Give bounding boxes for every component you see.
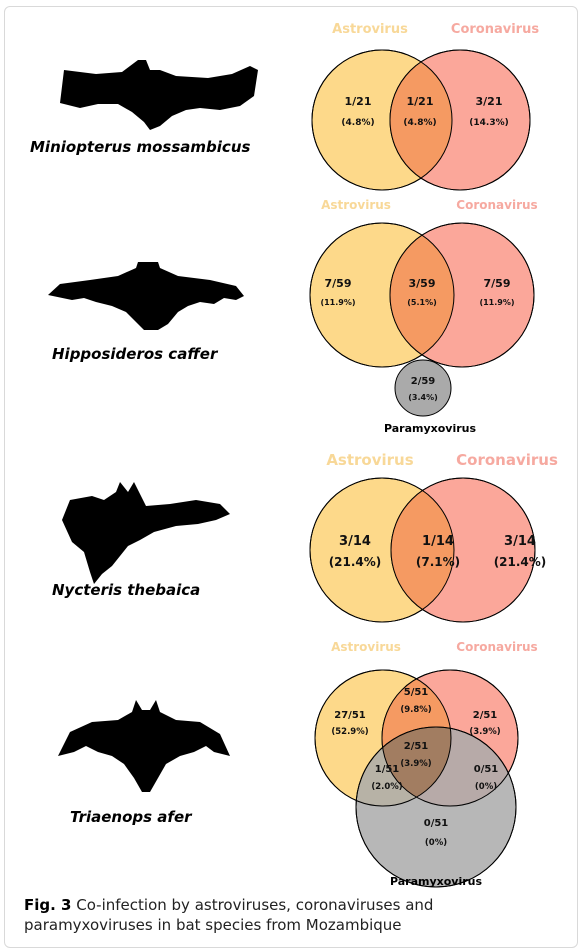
overlap-region — [390, 223, 454, 367]
astrovirus-label: Astrovirus — [331, 640, 401, 654]
astro-corona-pct: (9.8%) — [400, 705, 431, 715]
corona-only-pct: (14.3%) — [469, 118, 508, 128]
astro-para-count: 1/51 — [375, 764, 400, 775]
coronavirus-label: Coronavirus — [456, 451, 558, 469]
figure-number: Fig. 3 — [24, 896, 72, 914]
paramyxovirus-label: Paramyxovirus — [384, 422, 477, 435]
astrovirus-outline — [309, 477, 455, 623]
overlap-region — [390, 50, 452, 190]
astro-only-pct: (52.9%) — [331, 727, 368, 737]
paramyxovirus-label: Paramyxovirus — [390, 875, 483, 888]
species-name: Nycteris thebaica — [52, 581, 200, 599]
panel-triaenops: Triaenops afer Astrovirus Coronavirus Pa… — [58, 640, 538, 888]
bat-silhouette-icon — [60, 60, 258, 130]
all-three-count: 2/51 — [404, 741, 429, 752]
panel-miniopterus: Miniopterus mossambicus Astrovirus Coron… — [30, 22, 539, 191]
corona-only-count: 3/14 — [504, 534, 536, 549]
astro-corona-count: 5/51 — [404, 687, 429, 698]
corona-para-count: 0/51 — [474, 764, 499, 775]
corona-para-pct: (0%) — [475, 782, 497, 792]
all-three-pct: (3.9%) — [400, 759, 431, 769]
triple-overlap — [382, 727, 451, 806]
corona-only-pct: (21.4%) — [494, 555, 547, 569]
both-pct: (4.8%) — [403, 118, 436, 128]
both-count: 1/14 — [422, 534, 454, 549]
caption-text: Co-infection by astroviruses, coronaviru… — [24, 896, 434, 934]
para-only-pct: (0%) — [425, 838, 447, 848]
bat-silhouette-icon — [58, 700, 230, 792]
astrovirus-label: Astrovirus — [326, 451, 413, 469]
corona-only-pct: (3.9%) — [469, 727, 500, 737]
corona-only-pct: (11.9%) — [479, 298, 514, 307]
astrovirus-outline — [309, 222, 455, 368]
para-only-count: 2/59 — [411, 376, 436, 387]
coronavirus-outline — [389, 222, 535, 368]
both-count: 1/21 — [407, 95, 434, 108]
paramyxovirus-circle — [394, 359, 452, 417]
both-count: 3/59 — [409, 277, 436, 290]
corona-only-count: 3/21 — [476, 95, 503, 108]
venn-figure: Miniopterus mossambicus Astrovirus Coron… — [30, 22, 558, 888]
astro-only-count: 3/14 — [339, 534, 371, 549]
astro-only-pct: (4.8%) — [341, 118, 374, 128]
astro-only-pct: (11.9%) — [320, 298, 355, 307]
panel-nycteris: Nycteris thebaica Astrovirus Coronavirus… — [52, 451, 558, 623]
astrovirus-outline — [311, 49, 453, 191]
figure-caption: Fig. 3 Co-infection by astroviruses, cor… — [24, 895, 564, 935]
panel-hipposideros: Hipposideros caffer Astrovirus Coronavir… — [48, 198, 538, 435]
astrovirus-label: Astrovirus — [321, 198, 391, 212]
overlap-region — [391, 478, 454, 622]
coronavirus-outline — [381, 669, 519, 807]
coronavirus-outline — [390, 477, 536, 623]
paramyxovirus-outline — [355, 726, 517, 888]
astro-only-count: 27/51 — [334, 710, 366, 721]
astrovirus-label: Astrovirus — [332, 22, 408, 37]
coronavirus-outline — [389, 49, 531, 191]
species-name: Triaenops afer — [70, 808, 193, 826]
species-name: Miniopterus mossambicus — [30, 138, 250, 156]
corona-only-count: 7/59 — [484, 277, 511, 290]
astro-para-pct: (2.0%) — [371, 782, 402, 792]
coronavirus-label: Coronavirus — [456, 640, 537, 654]
astrovirus-outline — [314, 669, 452, 807]
both-pct: (7.1%) — [416, 555, 460, 569]
bat-silhouette-icon — [48, 262, 244, 330]
bat-silhouette-icon — [62, 482, 230, 584]
para-only-pct: (3.4%) — [408, 393, 438, 402]
corona-only-count: 2/51 — [473, 710, 498, 721]
astro-only-pct: (21.4%) — [329, 555, 382, 569]
species-name: Hipposideros caffer — [52, 345, 219, 363]
para-only-count: 0/51 — [424, 818, 449, 829]
coronavirus-label: Coronavirus — [456, 198, 537, 212]
both-pct: (5.1%) — [407, 298, 437, 307]
astro-only-count: 7/59 — [325, 277, 352, 290]
astro-only-count: 1/21 — [345, 95, 372, 108]
coronavirus-label: Coronavirus — [451, 22, 539, 37]
